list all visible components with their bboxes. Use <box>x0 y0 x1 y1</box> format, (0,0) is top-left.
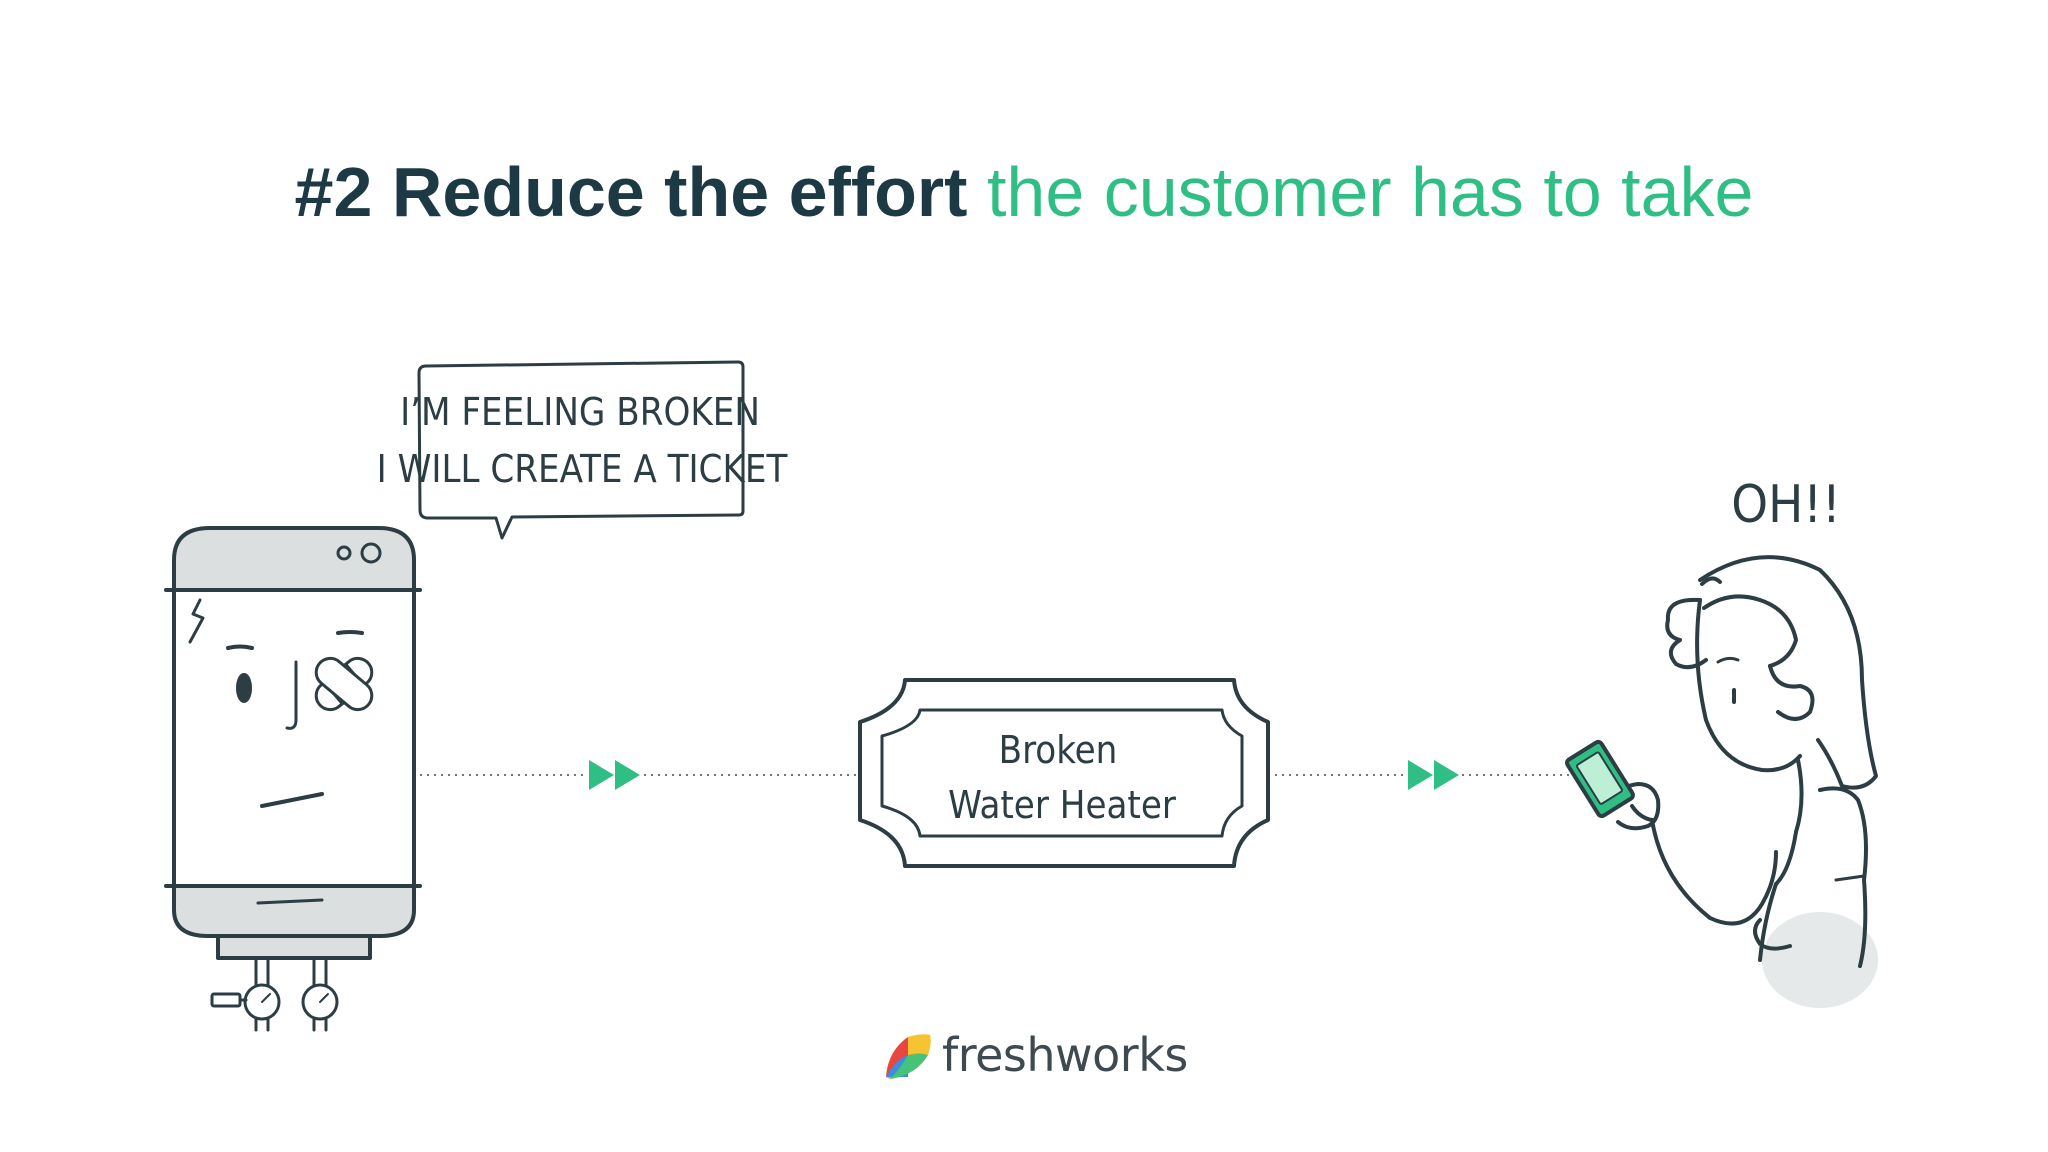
brand: freshworks <box>882 1020 1188 1090</box>
phone-icon <box>1565 739 1635 819</box>
speech-bubble: I’M FEELING BROKEN I WILL CREATE A TICKE… <box>377 360 788 540</box>
speech-bubble-line2: I WILL CREATE A TICKET <box>377 447 788 491</box>
speech-bubble-line1: I’M FEELING BROKEN <box>400 390 760 434</box>
customer-exclamation: OH!! <box>1731 475 1840 535</box>
ticket-line2: Water Heater <box>948 783 1177 827</box>
title-light: the customer has to take <box>986 153 1754 231</box>
slide-title: #2 Reduce the effort the customer has to… <box>0 150 2048 234</box>
freshworks-logo-icon <box>886 1034 931 1079</box>
fast-forward-arrow-icon-left <box>589 760 640 790</box>
ticket: Broken Water Heater <box>858 678 1270 868</box>
title-bold: #2 Reduce the effort <box>294 153 968 231</box>
ticket-line1: Broken <box>999 728 1118 772</box>
fast-forward-arrow-icon-right <box>1408 760 1459 790</box>
brand-name: freshworks <box>942 1028 1188 1082</box>
customer-icon <box>1610 555 1878 1008</box>
water-heater-icon <box>164 526 422 1032</box>
